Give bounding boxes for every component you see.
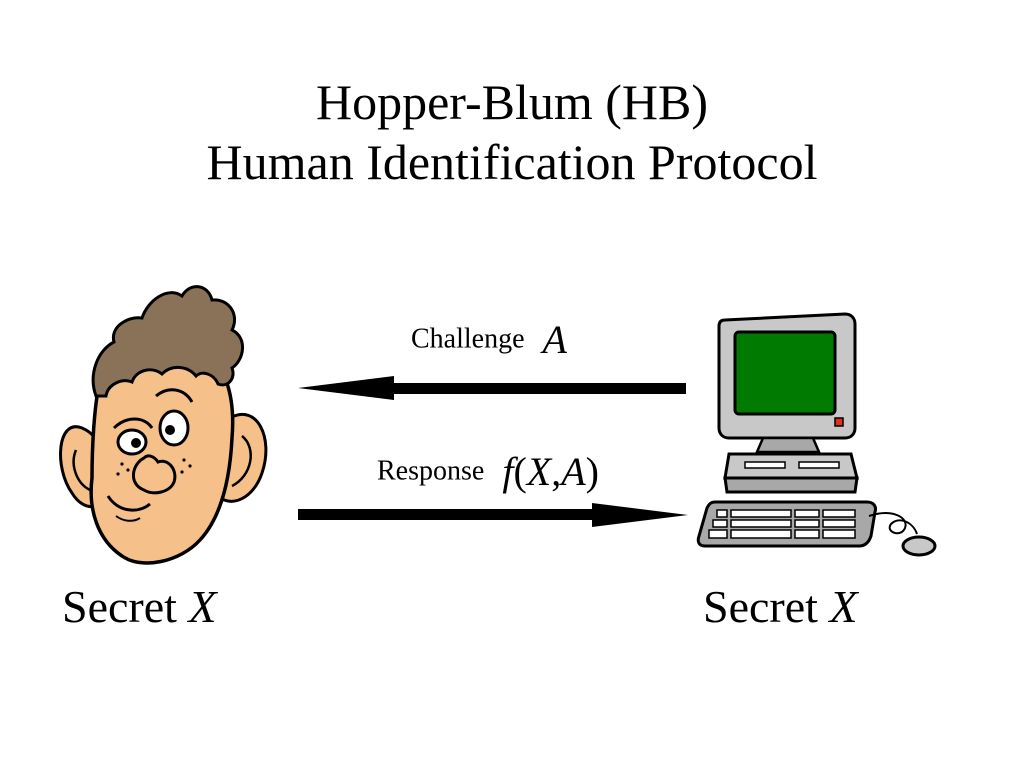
response-comma: , — [551, 449, 562, 494]
challenge-arrow — [298, 376, 686, 400]
response-label: Response — [377, 455, 485, 487]
title-line-2: Human Identification Protocol — [206, 134, 818, 190]
human-secret-label: Secret X — [62, 580, 217, 633]
slide-title: Hopper-Blum (HB) Human Identification Pr… — [0, 72, 1024, 192]
computer-secret-word: Secret — [703, 581, 818, 632]
title-line-1: Hopper-Blum (HB) — [316, 74, 708, 130]
response-open-paren: ( — [513, 449, 527, 494]
computer-secret-label: Secret X — [703, 580, 858, 633]
response-arrow — [298, 503, 688, 527]
computer-secret-var: X — [829, 581, 858, 632]
protocol-arrows — [298, 376, 688, 527]
response-arg-x: X — [526, 449, 552, 494]
challenge-message: Challenge A — [411, 316, 567, 363]
power-led — [834, 417, 844, 427]
challenge-symbol: A — [542, 317, 567, 362]
response-formula: f(X,A) — [502, 449, 599, 494]
human-secret-word: Secret — [62, 581, 177, 632]
response-message: Response f(X,A) — [377, 448, 599, 495]
desktop-computer-icon — [696, 312, 937, 557]
mouse-icon — [901, 535, 937, 557]
human-secret-var: X — [188, 581, 217, 632]
challenge-label: Challenge — [411, 323, 525, 355]
cartoon-human-face-icon — [59, 285, 268, 565]
response-close-paren: ) — [585, 449, 599, 494]
response-func: f — [502, 449, 514, 494]
response-arg-a: A — [561, 449, 586, 494]
